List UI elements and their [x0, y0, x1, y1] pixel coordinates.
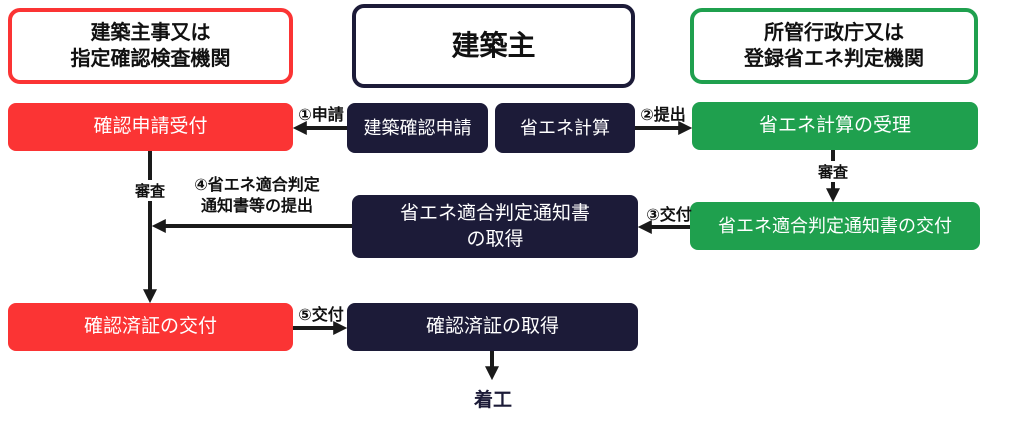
arrow-label-step5-issue: ⑤交付 — [298, 307, 344, 324]
node-label-line1: 省エネ適合判定通知書 — [399, 202, 590, 224]
header-right-line2: 登録省エネ判定機関 — [744, 48, 924, 70]
arrow-label-step2-submit: ②提出 — [640, 107, 686, 124]
node-label: 省エネ計算 — [520, 117, 610, 138]
arrow-label-step3-issue: ③交付 — [646, 207, 692, 224]
node-label-line2: の取得 — [466, 228, 524, 250]
node-building-confirmation-application: 建築確認申請 — [347, 103, 488, 153]
node-compliance-notice-acquisition: 省エネ適合判定通知書 の取得 — [352, 195, 638, 258]
arrow-label-step1-apply: ①申請 — [298, 107, 344, 124]
label-review-right: 審査 — [814, 161, 852, 182]
node-energy-calculation-acceptance: 省エネ計算の受理 — [692, 102, 978, 150]
header-administrative-agency: 所管行政庁又は 登録省エネ判定機関 — [690, 8, 978, 84]
label-start-construction: 着工 — [473, 390, 513, 411]
node-label: 省エネ適合判定通知書の交付 — [718, 215, 952, 236]
node-label: 確認申請受付 — [93, 116, 208, 138]
node-energy-saving-calculation: 省エネ計算 — [495, 103, 635, 153]
header-left-line2: 指定確認検査機関 — [70, 48, 231, 70]
header-left-line1: 建築主事又は — [90, 22, 211, 44]
node-confirmation-certificate-issuance: 確認済証の交付 — [8, 303, 293, 351]
header-center-label: 建築主 — [451, 29, 536, 61]
node-label: 確認済証の交付 — [83, 316, 217, 338]
node-label: 確認済証の取得 — [425, 316, 559, 338]
node-label: 建築確認申請 — [363, 117, 472, 138]
arrow-label-step4-submit-notice: ④省エネ適合判定 通知書等の提出 — [178, 176, 336, 218]
node-compliance-notice-issuance: 省エネ適合判定通知書の交付 — [690, 202, 980, 250]
header-building-owner: 建築主 — [352, 4, 635, 88]
node-label: 省エネ計算の受理 — [758, 115, 911, 137]
node-confirmation-certificate-acquisition: 確認済証の取得 — [347, 303, 638, 351]
header-right-line1: 所管行政庁又は — [764, 22, 904, 44]
arrow-label-step4-line1: ④省エネ適合判定 — [194, 177, 320, 194]
header-building-official: 建築主事又は 指定確認検査機関 — [8, 8, 293, 84]
arrow-label-step4-line2: 通知書等の提出 — [200, 197, 313, 215]
label-review-left: 審査 — [131, 180, 169, 201]
node-confirmation-application-reception: 確認申請受付 — [8, 103, 293, 151]
